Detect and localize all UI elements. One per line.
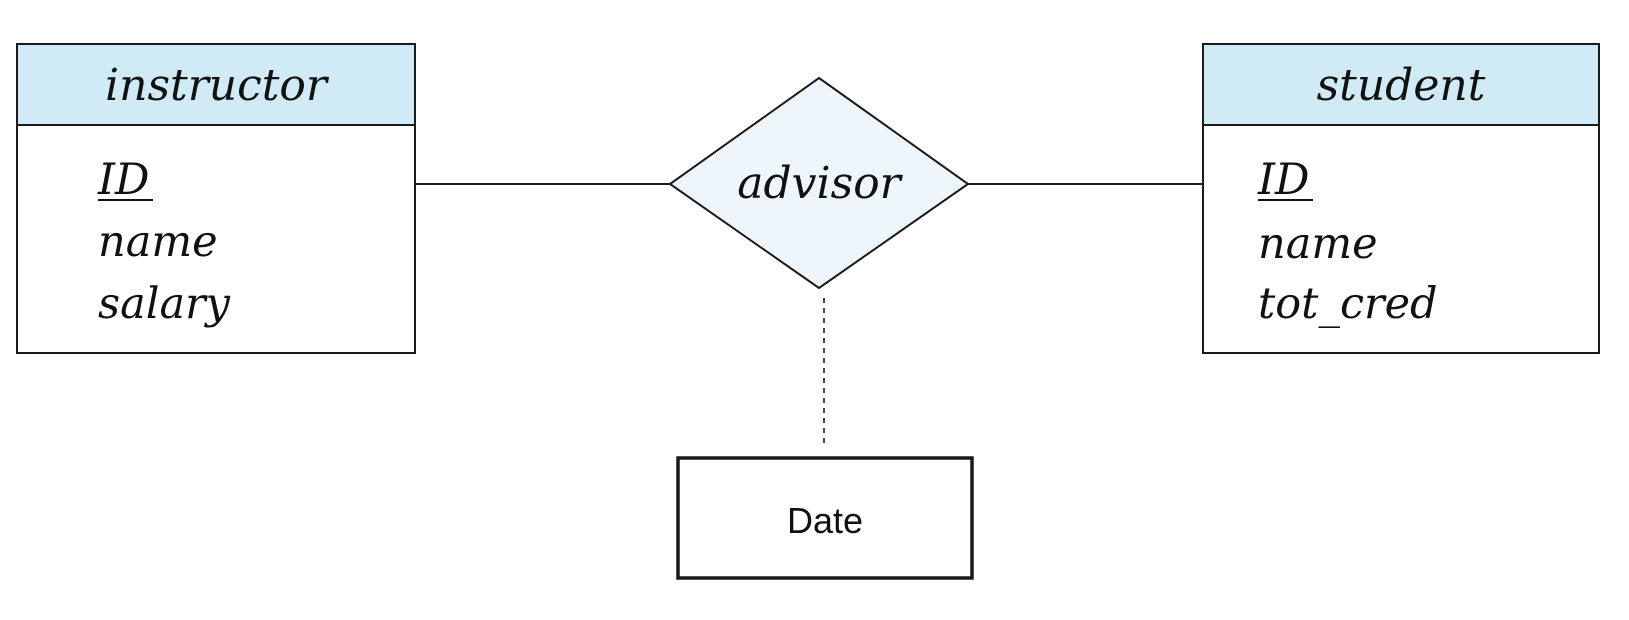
relationship-attribute-box <box>676 456 974 580</box>
entity-student: student ID name tot_cred <box>1202 43 1600 354</box>
relationship-advisor-label: advisor <box>737 158 903 209</box>
entity-instructor-body <box>16 124 416 354</box>
entity-student-title: student <box>1317 60 1486 111</box>
relationship-advisor: advisor <box>668 76 970 290</box>
entity-instructor-attr-id: ID <box>97 155 149 205</box>
entity-instructor: instructor ID name salary <box>16 43 416 354</box>
entity-student-attr-tot-cred: tot_cred <box>1258 279 1438 329</box>
entity-instructor-title: instructor <box>105 60 330 111</box>
entity-instructor-attr-name: name <box>98 217 218 267</box>
entity-student-body <box>1202 124 1600 354</box>
entity-student-header <box>1202 43 1600 126</box>
entity-instructor-header <box>16 43 416 126</box>
relationship-attribute-date: Date <box>676 456 974 580</box>
entity-student-attr-id: ID <box>1257 155 1309 205</box>
relationship-attribute-label: Date <box>787 500 863 541</box>
relationship-advisor-diamond <box>668 76 970 290</box>
entity-student-attr-name: name <box>1258 219 1378 269</box>
entity-instructor-attr-salary: salary <box>98 279 231 329</box>
